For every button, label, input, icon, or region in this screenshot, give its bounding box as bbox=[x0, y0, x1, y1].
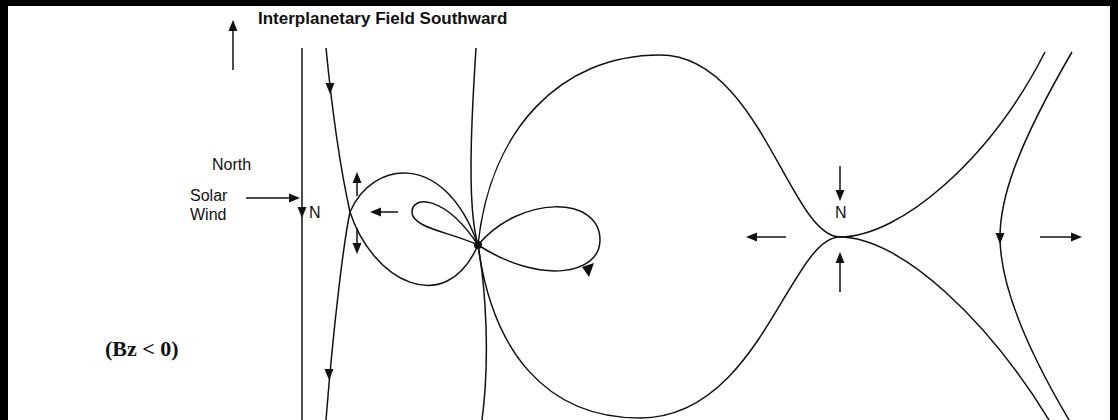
diagram-title: Interplanetary Field Southward bbox=[258, 9, 507, 29]
closed-field-line bbox=[350, 212, 478, 285]
arrowhead bbox=[326, 83, 335, 94]
field-condition-label: (Bz < 0) bbox=[105, 336, 179, 362]
arrowhead bbox=[996, 233, 1005, 244]
open-field-line bbox=[840, 52, 1045, 237]
flow-arrow bbox=[839, 166, 841, 193]
imf-field-line bbox=[301, 48, 303, 420]
neutral-point-label: N bbox=[309, 203, 321, 222]
arrowhead bbox=[229, 20, 238, 31]
direction-label: North bbox=[212, 155, 251, 174]
arrowhead bbox=[298, 207, 307, 218]
closed-field-line bbox=[412, 202, 478, 245]
arrowhead bbox=[370, 208, 381, 217]
arrowhead bbox=[353, 172, 362, 183]
neutral-point-label: N bbox=[835, 203, 847, 222]
arrowhead bbox=[836, 252, 845, 263]
earth-dot bbox=[474, 241, 482, 249]
arrowhead bbox=[746, 233, 757, 242]
closed-field-line bbox=[478, 207, 600, 271]
closed-field-line bbox=[350, 173, 478, 245]
arrowhead bbox=[353, 243, 362, 254]
flow-label: Solar Wind bbox=[190, 186, 242, 224]
arrowhead bbox=[289, 194, 300, 203]
flow-arrow bbox=[839, 260, 841, 292]
flow-arrow bbox=[754, 236, 786, 238]
flow-arrow bbox=[1040, 236, 1074, 238]
arrowhead bbox=[836, 190, 845, 201]
draped-field-line bbox=[1000, 52, 1072, 420]
arrowhead bbox=[325, 369, 334, 380]
north-arrow bbox=[232, 28, 234, 70]
draped-field-line bbox=[326, 48, 350, 212]
solar-wind-arrow bbox=[246, 197, 291, 199]
arrowhead bbox=[1071, 233, 1082, 242]
tail-lobe-line bbox=[478, 237, 840, 418]
tail-lobe-line bbox=[478, 55, 840, 245]
arrowhead bbox=[582, 263, 594, 277]
draped-field-line bbox=[326, 212, 350, 420]
